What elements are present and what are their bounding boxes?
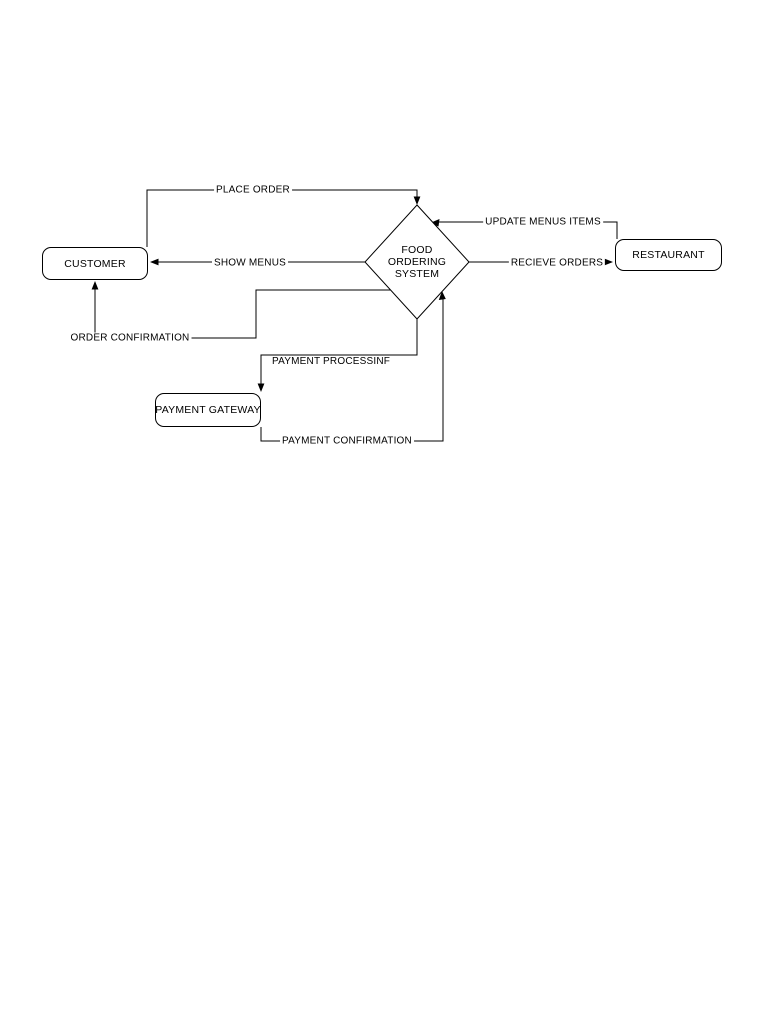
edge-order-confirmation xyxy=(94,289,391,339)
edge-label-recieve-orders: RECIEVE ORDERS xyxy=(508,257,606,269)
arrowhead-order-confirmation xyxy=(91,281,99,290)
node-restaurant-label: RESTAURANT xyxy=(632,249,705,261)
arrowhead-place-order xyxy=(413,196,421,205)
node-restaurant: RESTAURANT xyxy=(615,239,722,271)
edge-payment-confirmation xyxy=(260,299,444,442)
diamond-label-line-1: FOOD xyxy=(401,244,433,256)
edge-label-payment-processinf: PAYMENT PROCESSINF xyxy=(272,356,391,367)
arrowhead-show-menus xyxy=(150,258,159,266)
edge-label-order-confirmation: ORDER CONFIRMATION xyxy=(68,332,192,344)
edge-label-place-order: PLACE ORDER xyxy=(214,184,292,196)
arrowhead-payment-confirmation xyxy=(438,291,446,300)
edge-payment-processinf xyxy=(260,319,418,384)
arrowhead-update-menus-items xyxy=(430,219,440,227)
node-food-ordering-system-label: FOOD ORDERING SYSTEM xyxy=(377,244,457,280)
edge-label-update-menus-items: UPDATE MENUS ITEMS xyxy=(483,216,603,228)
edge-label-show-menus: SHOW MENUS xyxy=(212,257,288,269)
node-payment-gateway-label: PAYMENT GATEWAY xyxy=(155,404,261,416)
edge-label-payment-confirmation: PAYMENT CONFIRMATION xyxy=(280,435,414,447)
node-customer-label: CUSTOMER xyxy=(64,257,126,270)
diamond-label-line-2: ORDERING xyxy=(387,256,447,268)
node-customer: CUSTOMER xyxy=(42,247,148,280)
node-food-ordering-system-shape xyxy=(364,204,470,320)
diamond-label-line-3: SYSTEM xyxy=(394,268,440,280)
arrowhead-payment-processinf xyxy=(257,383,265,392)
node-payment-gateway: PAYMENT GATEWAY xyxy=(155,393,261,427)
arrowhead-recieve-orders xyxy=(604,258,613,266)
edge-place-order xyxy=(146,189,418,247)
